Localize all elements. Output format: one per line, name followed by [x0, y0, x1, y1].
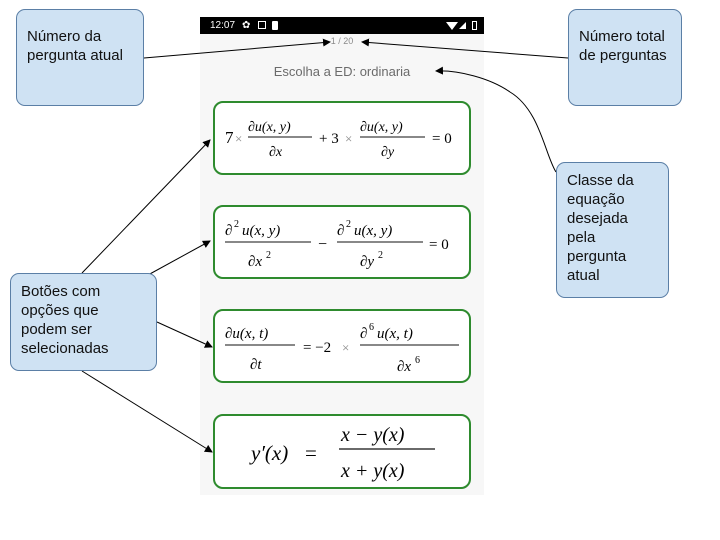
callout-current-question: Número da pergunta atual: [16, 9, 144, 106]
clipboard-icon: [272, 21, 278, 30]
svg-text:2: 2: [378, 250, 383, 261]
arrow-total-questions: [361, 38, 569, 59]
svg-text:×: ×: [342, 340, 349, 355]
svg-text:∂u(x, t): ∂u(x, t): [225, 326, 268, 342]
svg-text:=: =: [305, 441, 317, 465]
sim-card-icon: [258, 21, 266, 29]
equation-4: y′(x) = x − y(x) x + y(x): [249, 424, 435, 482]
svg-text:6: 6: [415, 355, 420, 366]
svg-text:∂: ∂: [360, 326, 367, 342]
arrow-option-4: [81, 370, 213, 453]
arrow-option-1: [81, 139, 211, 274]
status-bar: 12:07 ✿: [200, 17, 484, 34]
callout-buttons: Botões com opções que podem ser selecion…: [10, 273, 157, 371]
svg-text:∂: ∂: [225, 223, 232, 239]
svg-text:2: 2: [346, 219, 351, 230]
signal-icon: [459, 22, 466, 29]
svg-text:x − y(x): x − y(x): [340, 424, 405, 446]
arrow-current-question: [143, 38, 331, 59]
option-button-3[interactable]: ∂u(x, t) ∂t = −2 × ∂ 6 u(x, t) ∂x 6: [213, 309, 471, 383]
wifi-icon: [446, 22, 458, 30]
svg-text:= 0: = 0: [429, 237, 449, 253]
svg-text:2: 2: [234, 219, 239, 230]
svg-text:×: ×: [235, 131, 242, 146]
svg-text:∂u(x, y): ∂u(x, y): [248, 120, 291, 135]
svg-text:= −2: = −2: [303, 340, 331, 356]
svg-text:∂x: ∂x: [269, 145, 283, 160]
arrow-class: [435, 66, 557, 173]
svg-text:×: ×: [345, 131, 352, 146]
phone-screen: 12:07 ✿ 1 / 20 Escolha a ED: ordinaria 7…: [200, 17, 484, 495]
question-prompt: Escolha a ED: ordinaria: [273, 64, 411, 79]
svg-text:2: 2: [266, 250, 271, 261]
equation-3: ∂u(x, t) ∂t = −2 × ∂ 6 u(x, t) ∂x 6: [225, 322, 459, 375]
battery-icon: [472, 21, 477, 30]
equation-1: 7 × ∂u(x, y) ∂x + 3 × ∂u(x, y) ∂y = 0: [225, 120, 452, 160]
svg-text:∂t: ∂t: [250, 357, 262, 373]
callout-class: Classe da equação desejada pela pergunta…: [556, 162, 669, 298]
svg-text:∂u(x, y): ∂u(x, y): [360, 120, 403, 135]
svg-text:x + y(x): x + y(x): [340, 460, 405, 482]
svg-text:7: 7: [225, 128, 234, 147]
svg-text:6: 6: [369, 322, 374, 333]
arrow-option-2: [147, 240, 211, 276]
question-counter: 1 / 20: [330, 36, 354, 46]
svg-text:= 0: = 0: [432, 131, 452, 147]
callout-total-questions: Número total de perguntas: [568, 9, 682, 106]
equation-2: ∂ 2 u(x, y) ∂x 2 − ∂ 2 u(x, y) ∂y 2 = 0: [225, 219, 449, 270]
option-button-1[interactable]: 7 × ∂u(x, y) ∂x + 3 × ∂u(x, y) ∂y = 0: [213, 101, 471, 175]
svg-text:−: −: [318, 236, 327, 253]
svg-text:+ 3: + 3: [319, 131, 339, 147]
svg-text:∂y: ∂y: [381, 145, 395, 160]
option-button-4[interactable]: y′(x) = x − y(x) x + y(x): [213, 414, 471, 489]
arrow-option-3: [156, 321, 213, 348]
svg-text:∂: ∂: [337, 223, 344, 239]
svg-text:∂x: ∂x: [397, 359, 411, 375]
status-time: 12:07: [210, 20, 236, 31]
svg-text:u(x, t): u(x, t): [377, 326, 413, 342]
svg-text:∂x: ∂x: [248, 254, 262, 270]
svg-text:y′(x): y′(x): [249, 441, 288, 465]
gear-icon: ✿: [242, 20, 251, 31]
svg-text:u(x, y): u(x, y): [242, 223, 280, 239]
svg-text:∂y: ∂y: [360, 254, 374, 270]
svg-text:u(x, y): u(x, y): [354, 223, 392, 239]
option-button-2[interactable]: ∂ 2 u(x, y) ∂x 2 − ∂ 2 u(x, y) ∂y 2 = 0: [213, 205, 471, 279]
